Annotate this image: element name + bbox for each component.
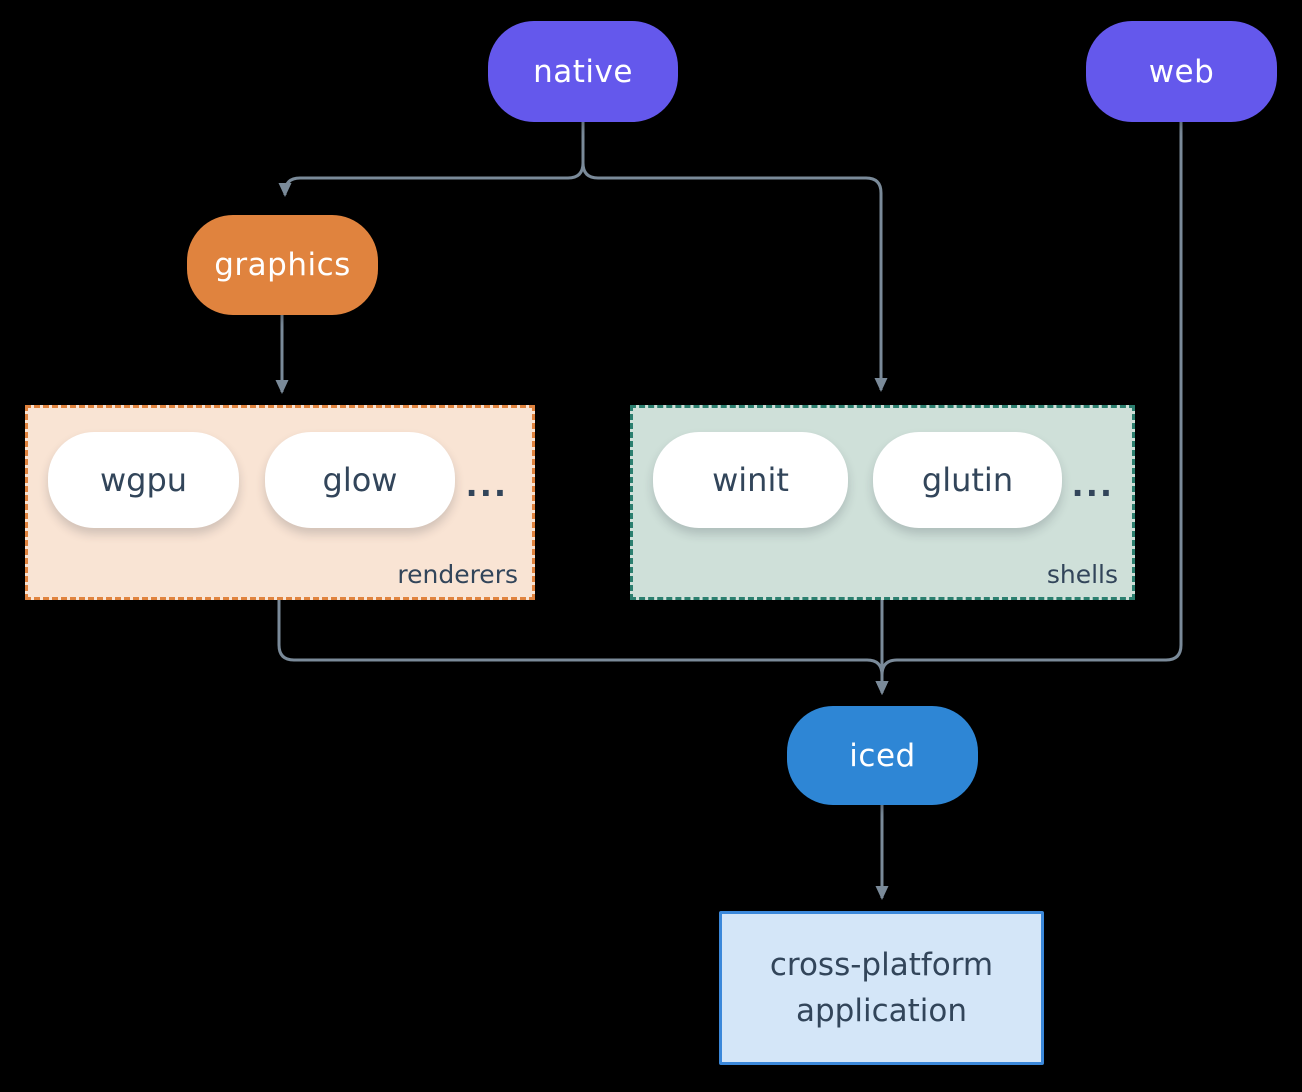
renderers-ellipsis: ... xyxy=(465,466,508,504)
node-glutin-label: glutin xyxy=(921,461,1014,499)
group-shells: winit glutin ... shells xyxy=(630,405,1135,600)
node-winit-label: winit xyxy=(712,461,789,499)
node-glow-label: glow xyxy=(322,461,398,499)
node-wgpu: wgpu xyxy=(48,432,239,528)
node-winit: winit xyxy=(653,432,848,528)
edge-native-to-graphics xyxy=(278,122,585,197)
node-iced-label: iced xyxy=(849,737,916,774)
node-web-label: web xyxy=(1148,53,1215,90)
shells-ellipsis: ... xyxy=(1071,466,1114,504)
node-wgpu-label: wgpu xyxy=(99,461,188,499)
node-application-label: cross-platform application xyxy=(769,946,994,1030)
group-shells-label: shells xyxy=(1046,560,1118,589)
node-graphics: graphics xyxy=(187,215,378,315)
group-renderers: wgpu glow ... renderers xyxy=(25,405,535,600)
edge-web-to-iced xyxy=(875,122,1183,695)
node-native: native xyxy=(488,21,678,122)
node-application: cross-platform application xyxy=(719,911,1044,1065)
edge-renderers-to-iced xyxy=(277,600,889,695)
edge-native-to-shells xyxy=(581,122,888,392)
node-native-label: native xyxy=(533,53,633,90)
node-graphics-label: graphics xyxy=(214,247,351,283)
node-glow: glow xyxy=(265,432,455,528)
node-web: web xyxy=(1086,21,1277,122)
node-iced: iced xyxy=(787,706,978,805)
group-renderers-label: renderers xyxy=(397,560,518,589)
node-glutin: glutin xyxy=(873,432,1062,528)
